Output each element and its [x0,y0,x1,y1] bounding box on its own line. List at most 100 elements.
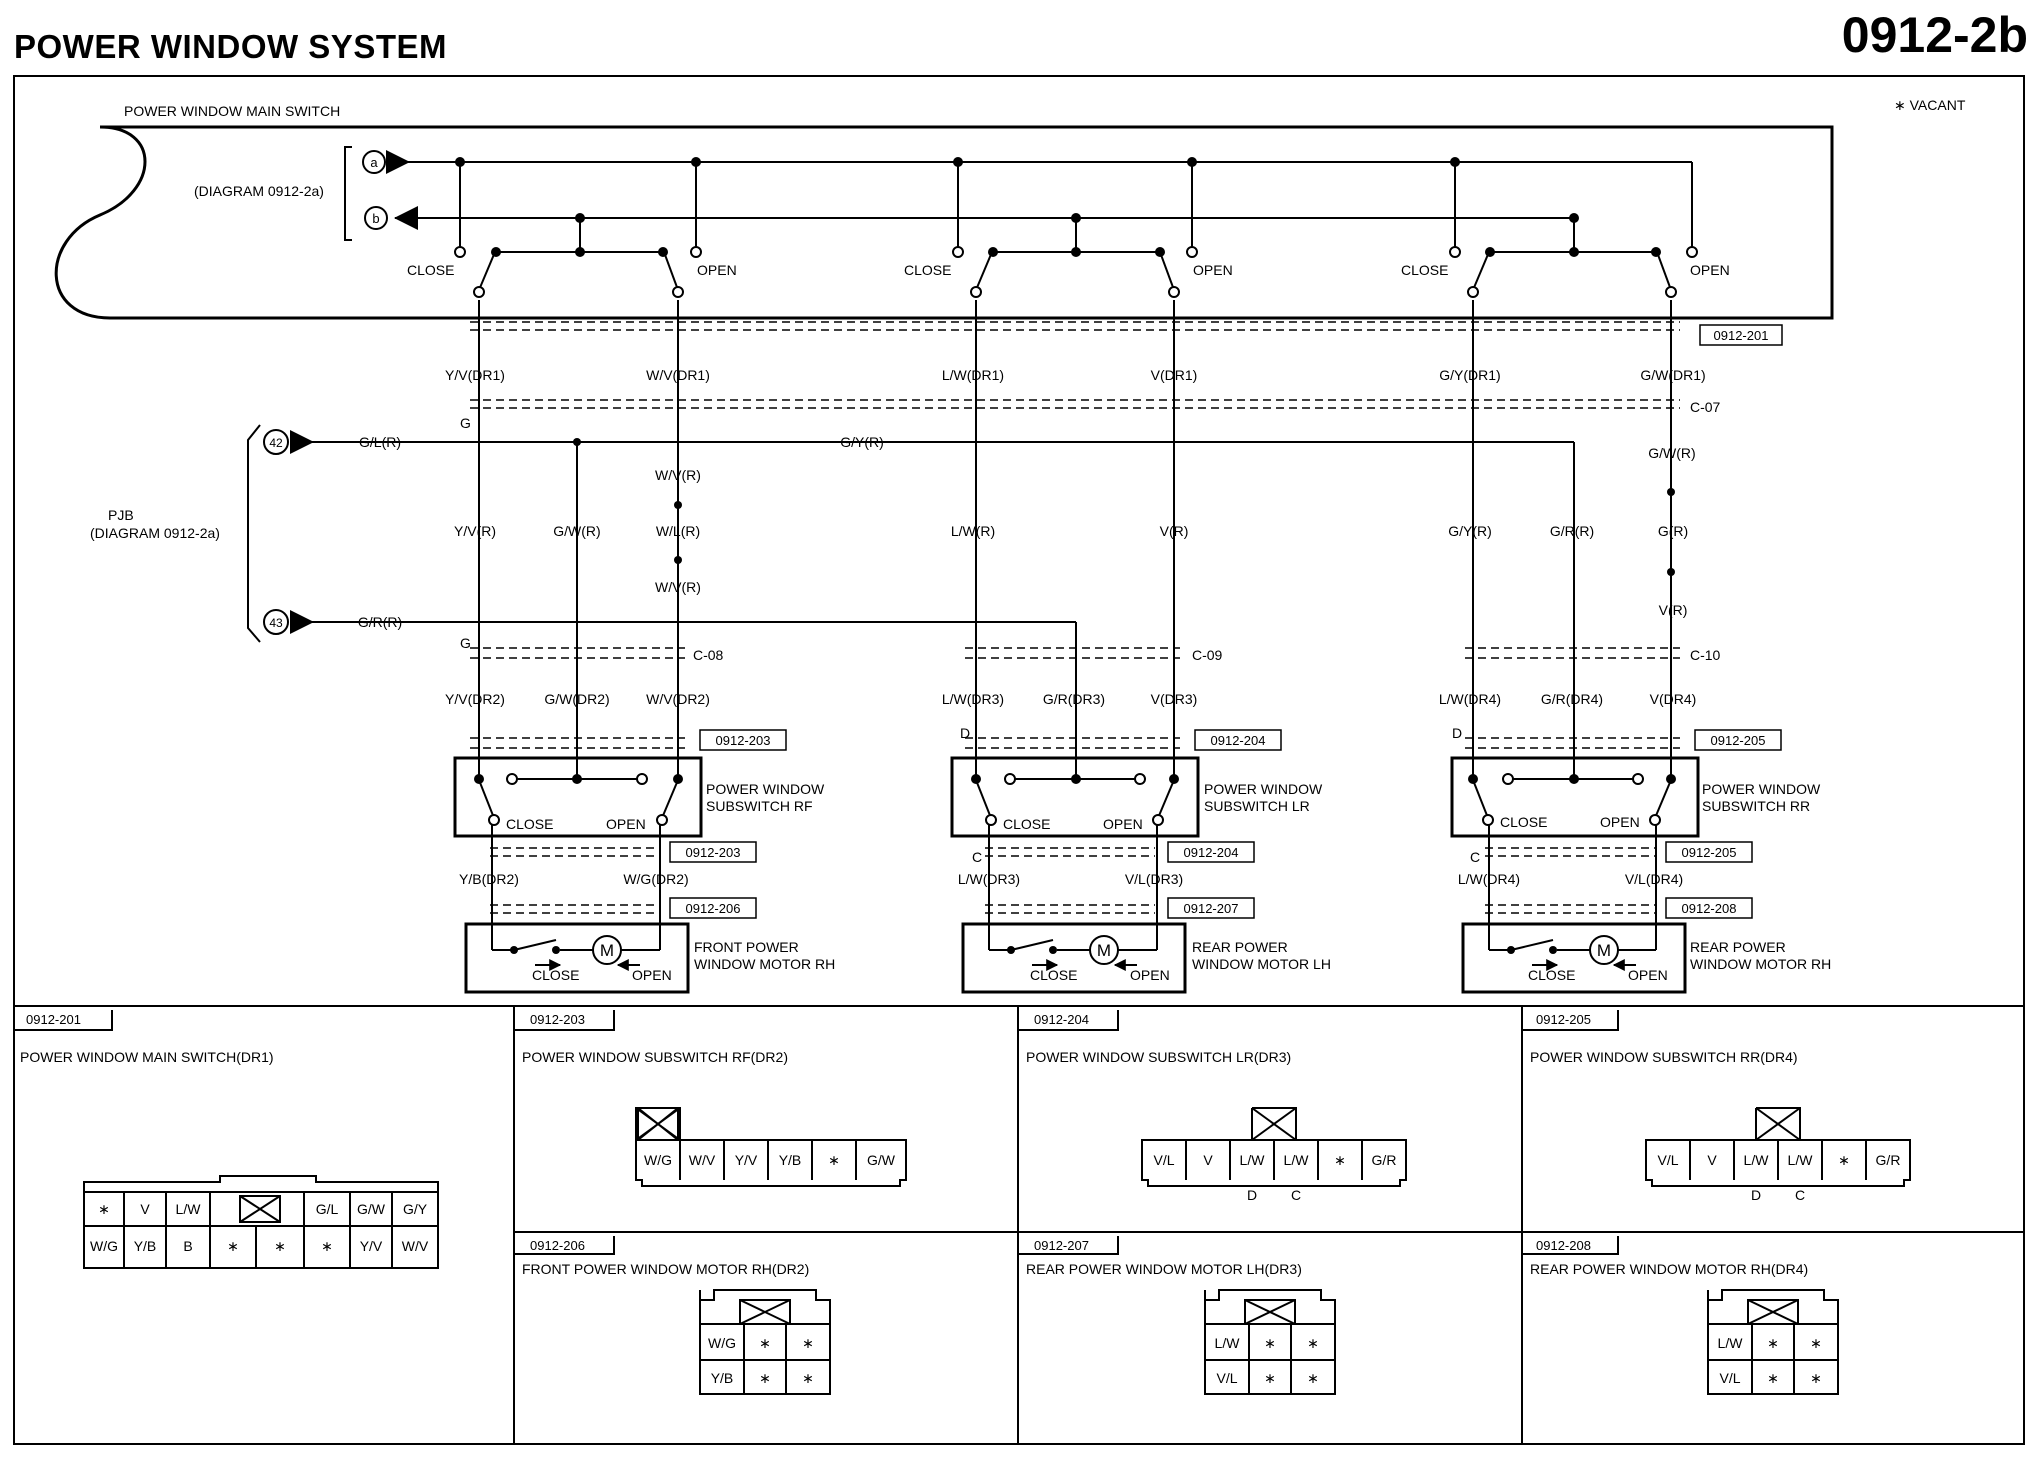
wire-wg-dr2: W/G(DR2) [623,871,688,887]
pin-208-r2-3: ∗ [1810,1370,1822,1386]
pin-201-r2-2: Y/B [134,1238,157,1254]
ref-204-bottom: 0912-204 [1184,845,1239,860]
panel-207-title: REAR POWER WINDOW MOTOR LH(DR3) [1026,1261,1302,1277]
mark-205-d: D [1751,1187,1761,1203]
subswitch-rr-box [1450,756,1700,838]
motor-rf-name-2: WINDOW MOTOR RH [694,956,835,972]
subswitch-lr-open: OPEN [1103,816,1143,832]
wire-yv-r: Y/V(R) [454,523,496,539]
motor-rr-symbol [1589,935,1619,965]
pin-206-r2-3: ∗ [802,1370,814,1386]
wire-yv-dr2: Y/V(DR2) [445,691,505,707]
wire-wv-dr1: W/V(DR1) [646,367,710,383]
main-close-1: CLOSE [407,262,454,278]
wire-wv-r-top: W/V(R) [655,467,701,483]
main-close-3: CLOSE [1401,262,1448,278]
wire-lw-r: L/W(R) [951,523,995,539]
wire-v-dr4: V(DR4) [1650,691,1697,707]
main-switch-bracket [344,146,352,241]
motor-rear-rh-box [1461,922,1687,994]
vacant-legend: ∗ VACANT [1894,97,1966,113]
mark-c-lr: C [972,849,982,865]
pin-207-r2-1: V/L [1216,1370,1237,1386]
motor-lh-open: OPEN [1130,967,1170,983]
pin-203-6: G/W [867,1152,896,1168]
wire-gw-r-rr: G/W(R) [1648,445,1695,461]
pin-203-1: W/G [644,1152,672,1168]
pin-206-r1-2: ∗ [759,1335,771,1351]
subswitch-lr-name-1: POWER WINDOW [1204,781,1323,797]
motor-rear-lh-box [961,922,1187,994]
terminal-42-label: 42 [269,436,283,450]
joint-c10: C-10 [1690,647,1721,663]
pin-204-6: G/R [1372,1152,1397,1168]
connector-206-body [699,1289,831,1395]
connector-201-face [83,1175,439,1269]
ref-206: 0912-206 [686,901,741,916]
motor-rf-symbol [592,935,622,965]
panel-201-title: POWER WINDOW MAIN SWITCH(DR1) [20,1049,274,1065]
pin-201-r2-6: ∗ [321,1238,333,1254]
pin-205-1: V/L [1657,1152,1678,1168]
subswitch-rf-open: OPEN [606,816,646,832]
pin-204-1: V/L [1153,1152,1174,1168]
pin-207-r2-3: ∗ [1307,1370,1319,1386]
mark-204-c: C [1291,1187,1301,1203]
pin-208-r1-3: ∗ [1810,1335,1822,1351]
pin-206-r1-1: W/G [708,1335,736,1351]
wire-v-dr3: V(DR3) [1151,691,1198,707]
subswitch-rr-open: OPEN [1600,814,1640,830]
pin-201-r2-7: Y/V [360,1238,383,1254]
pin-205-4: L/W [1788,1152,1814,1168]
terminal-b: b [364,206,418,230]
wire-wv-r-bot: W/V(R) [655,579,701,595]
wire-v-r-rr: V(R) [1659,602,1688,618]
subswitch-rr-name-1: POWER WINDOW [1702,781,1821,797]
pin-203-3: Y/V [735,1152,758,1168]
wire-wl-r: W/L(R) [656,523,700,539]
main-open-1: OPEN [697,262,737,278]
pin-208-r1-2: ∗ [1767,1335,1779,1351]
subswitch-lr-name-2: SUBSWITCH LR [1204,798,1310,814]
main-switch-outline [54,125,1834,320]
wire-gy-r-top: G/Y(R) [840,434,884,450]
terminal-a-label: a [370,155,378,170]
connector-207-body [1204,1289,1336,1395]
panel-203-ref: 0912-203 [530,1012,585,1027]
page-title: POWER WINDOW SYSTEM [14,28,447,65]
panel-205-ref: 0912-205 [1536,1012,1591,1027]
pin-204-2: V [1203,1152,1213,1168]
wire-gr-dr4: G/R(DR4) [1541,691,1603,707]
pjb-diagram-ref: (DIAGRAM 0912-2a) [90,525,220,541]
main-switch-label: POWER WINDOW MAIN SWITCH [124,103,340,119]
pin-205-6: G/R [1876,1152,1901,1168]
pin-208-r1-1: L/W [1718,1335,1744,1351]
wire-gr-dr3: G/R(DR3) [1043,691,1105,707]
pin-203-5: ∗ [828,1152,840,1168]
terminal-43: 43 [263,609,314,635]
terminal-b-label: b [372,211,379,226]
connector-203-body [635,1139,907,1187]
wire-g-1: G [460,415,471,431]
mark-205-c: C [1795,1187,1805,1203]
pin-204-5: ∗ [1334,1152,1346,1168]
pin-201-r2-5: ∗ [274,1238,286,1254]
connector-203-lock [635,1107,681,1140]
wire-g-r: G(R) [1658,523,1688,539]
pin-204-4: L/W [1284,1152,1310,1168]
panel-206-ref: 0912-206 [530,1238,585,1253]
motor-rr-name-2: WINDOW MOTOR RH [1690,956,1831,972]
motor-rf-close: CLOSE [532,967,579,983]
mark-204-d: D [1247,1187,1257,1203]
ref-205-bottom: 0912-205 [1682,845,1737,860]
joint-c08: C-08 [693,647,724,663]
mark-c-rr: C [1470,849,1480,865]
wire-vl-dr4: V/L(DR4) [1625,871,1683,887]
pin-208-r2-1: V/L [1719,1370,1740,1386]
wire-lw-dr4: L/W(DR4) [1439,691,1501,707]
diagram-code: 0912-2b [1841,7,2028,63]
subswitch-rr-close: CLOSE [1500,814,1547,830]
connector-208-body [1707,1289,1839,1395]
